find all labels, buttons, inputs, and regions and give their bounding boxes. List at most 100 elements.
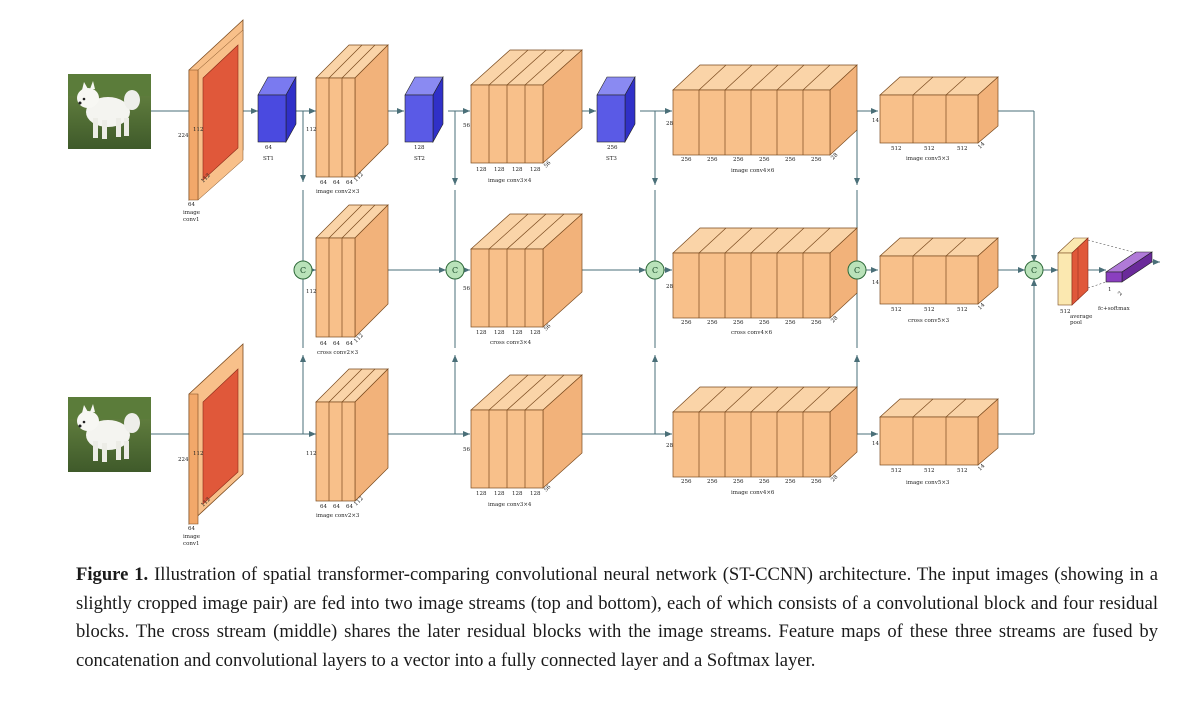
conv2-bottom-h: 112 bbox=[306, 451, 317, 457]
cross4-w: 28 bbox=[830, 315, 840, 325]
cross4-h: 28 bbox=[666, 284, 673, 290]
conv3-bottom-h: 56 bbox=[463, 447, 470, 453]
conv3-bottom-d1: 128 bbox=[476, 491, 487, 497]
conv4-bottom-caption: image conv4×6 bbox=[731, 490, 775, 496]
conv5-bottom-w: 14 bbox=[977, 463, 987, 473]
avgpool-caption2: pool bbox=[1070, 320, 1082, 326]
conv5-bottom-d2: 512 bbox=[924, 468, 935, 474]
cross3-d4: 128 bbox=[530, 330, 541, 336]
conv1-bottom-block bbox=[188, 343, 244, 525]
cross5-h: 14 bbox=[872, 280, 879, 286]
avgpool-caption1: average bbox=[1070, 314, 1092, 320]
cross2-d1: 64 bbox=[320, 341, 327, 347]
conv1-top-h1: 224 bbox=[178, 133, 189, 139]
fc-small: 2 bbox=[1117, 291, 1124, 298]
conv2-top-d3: 64 bbox=[346, 180, 353, 186]
conv4-top-d5: 256 bbox=[785, 157, 796, 163]
cross4-d6: 256 bbox=[811, 320, 822, 326]
conv3-bottom-d4: 128 bbox=[530, 491, 541, 497]
conv2-bottom-caption: image conv2×3 bbox=[316, 513, 360, 519]
conv2-top-h: 112 bbox=[306, 127, 317, 133]
cross3-d1: 128 bbox=[476, 330, 487, 336]
connection-lines bbox=[151, 108, 1160, 437]
st3-label: ST3 bbox=[606, 156, 617, 162]
conv4-top-d3: 256 bbox=[733, 157, 744, 163]
conv3-top-d3: 128 bbox=[512, 167, 523, 173]
cross2-w: 112 bbox=[353, 333, 365, 345]
conv4-top-d2: 256 bbox=[707, 157, 718, 163]
st1-label: ST1 bbox=[263, 156, 274, 162]
st2-block bbox=[404, 75, 444, 144]
svg-text:C: C bbox=[300, 266, 306, 275]
cross2-h: 112 bbox=[306, 289, 317, 295]
svg-text:C: C bbox=[854, 266, 860, 275]
svg-text:C: C bbox=[652, 266, 658, 275]
st3-block bbox=[596, 75, 636, 144]
conv1-top-w: 112 bbox=[200, 173, 212, 185]
conv1-bottom-h2: 112 bbox=[193, 451, 204, 457]
conv4-top-caption: image conv4×6 bbox=[731, 168, 775, 174]
conv5-top-d3: 512 bbox=[957, 146, 968, 152]
st1-block bbox=[257, 75, 297, 144]
conv5-top-block bbox=[879, 76, 999, 144]
input-image-top bbox=[68, 74, 151, 149]
conv1-top-caption1: image bbox=[183, 210, 200, 216]
conv1-bottom-depth: 64 bbox=[188, 526, 195, 532]
conv5-top-d1: 512 bbox=[891, 146, 902, 152]
cross2-caption: cross conv2×3 bbox=[317, 350, 359, 356]
st1-num: 64 bbox=[265, 145, 272, 151]
conv4-top-h: 28 bbox=[666, 121, 673, 127]
cross-conv2-block bbox=[315, 204, 389, 338]
conv1-bottom-h1: 224 bbox=[178, 457, 189, 463]
conv4-top-w: 28 bbox=[830, 152, 840, 162]
conv1-bottom-caption1: image bbox=[183, 534, 200, 540]
conv3-top-d1: 128 bbox=[476, 167, 487, 173]
cross4-d5: 256 bbox=[785, 320, 796, 326]
conv4-top-d1: 256 bbox=[681, 157, 692, 163]
conv4-top-d6: 256 bbox=[811, 157, 822, 163]
cross-conv3-block bbox=[470, 213, 583, 328]
figure-caption: Figure 1. Illustration of spatial transf… bbox=[76, 561, 1158, 675]
cross-conv4-block bbox=[672, 227, 858, 319]
conv5-bottom-caption: image conv5×3 bbox=[906, 480, 950, 486]
conv3-bottom-w: 56 bbox=[543, 484, 553, 494]
conv4-bottom-d5: 256 bbox=[785, 479, 796, 485]
conv4-top-block bbox=[672, 64, 858, 156]
st2-num: 128 bbox=[414, 145, 425, 151]
input-image-bottom bbox=[68, 397, 151, 472]
cross4-d2: 256 bbox=[707, 320, 718, 326]
cross3-d2: 128 bbox=[494, 330, 505, 336]
cross3-w: 56 bbox=[543, 323, 553, 333]
cross5-d1: 512 bbox=[891, 307, 902, 313]
cross-conv5-block bbox=[879, 237, 999, 305]
conv3-top-block bbox=[470, 49, 583, 164]
svg-text:C: C bbox=[452, 266, 458, 275]
conv4-bottom-d6: 256 bbox=[811, 479, 822, 485]
cross3-d3: 128 bbox=[512, 330, 523, 336]
conv2-bottom-w: 112 bbox=[353, 496, 365, 508]
concat-node-2: C bbox=[445, 260, 465, 280]
cross3-h: 56 bbox=[463, 286, 470, 292]
cross2-d2: 64 bbox=[333, 341, 340, 347]
conv2-top-caption: image conv2×3 bbox=[316, 189, 360, 195]
conv3-bottom-block bbox=[470, 374, 583, 489]
svg-text:C: C bbox=[1031, 266, 1037, 275]
conv1-bottom-w: 112 bbox=[200, 497, 212, 509]
concat-node-1: C bbox=[293, 260, 313, 280]
conv5-top-h: 14 bbox=[872, 118, 879, 124]
cross5-d3: 512 bbox=[957, 307, 968, 313]
avgpool-small: 1 bbox=[1108, 287, 1112, 293]
cross2-d3: 64 bbox=[346, 341, 353, 347]
figure-caption-label: Figure 1. bbox=[76, 564, 149, 585]
conv5-bottom-d1: 512 bbox=[891, 468, 902, 474]
cross4-d1: 256 bbox=[681, 320, 692, 326]
conv4-top-d4: 256 bbox=[759, 157, 770, 163]
conv2-top-d1: 64 bbox=[320, 180, 327, 186]
conv3-top-w: 56 bbox=[543, 160, 553, 170]
conv1-bottom-caption2: conv1 bbox=[183, 541, 200, 547]
fc-caption: fc+softmax bbox=[1098, 306, 1131, 312]
figure-caption-text: Illustration of spatial transformer-comp… bbox=[76, 564, 1158, 671]
concat-node-4: C bbox=[847, 260, 867, 280]
conv5-bottom-block bbox=[879, 398, 999, 466]
conv2-bottom-d1: 64 bbox=[320, 504, 327, 510]
